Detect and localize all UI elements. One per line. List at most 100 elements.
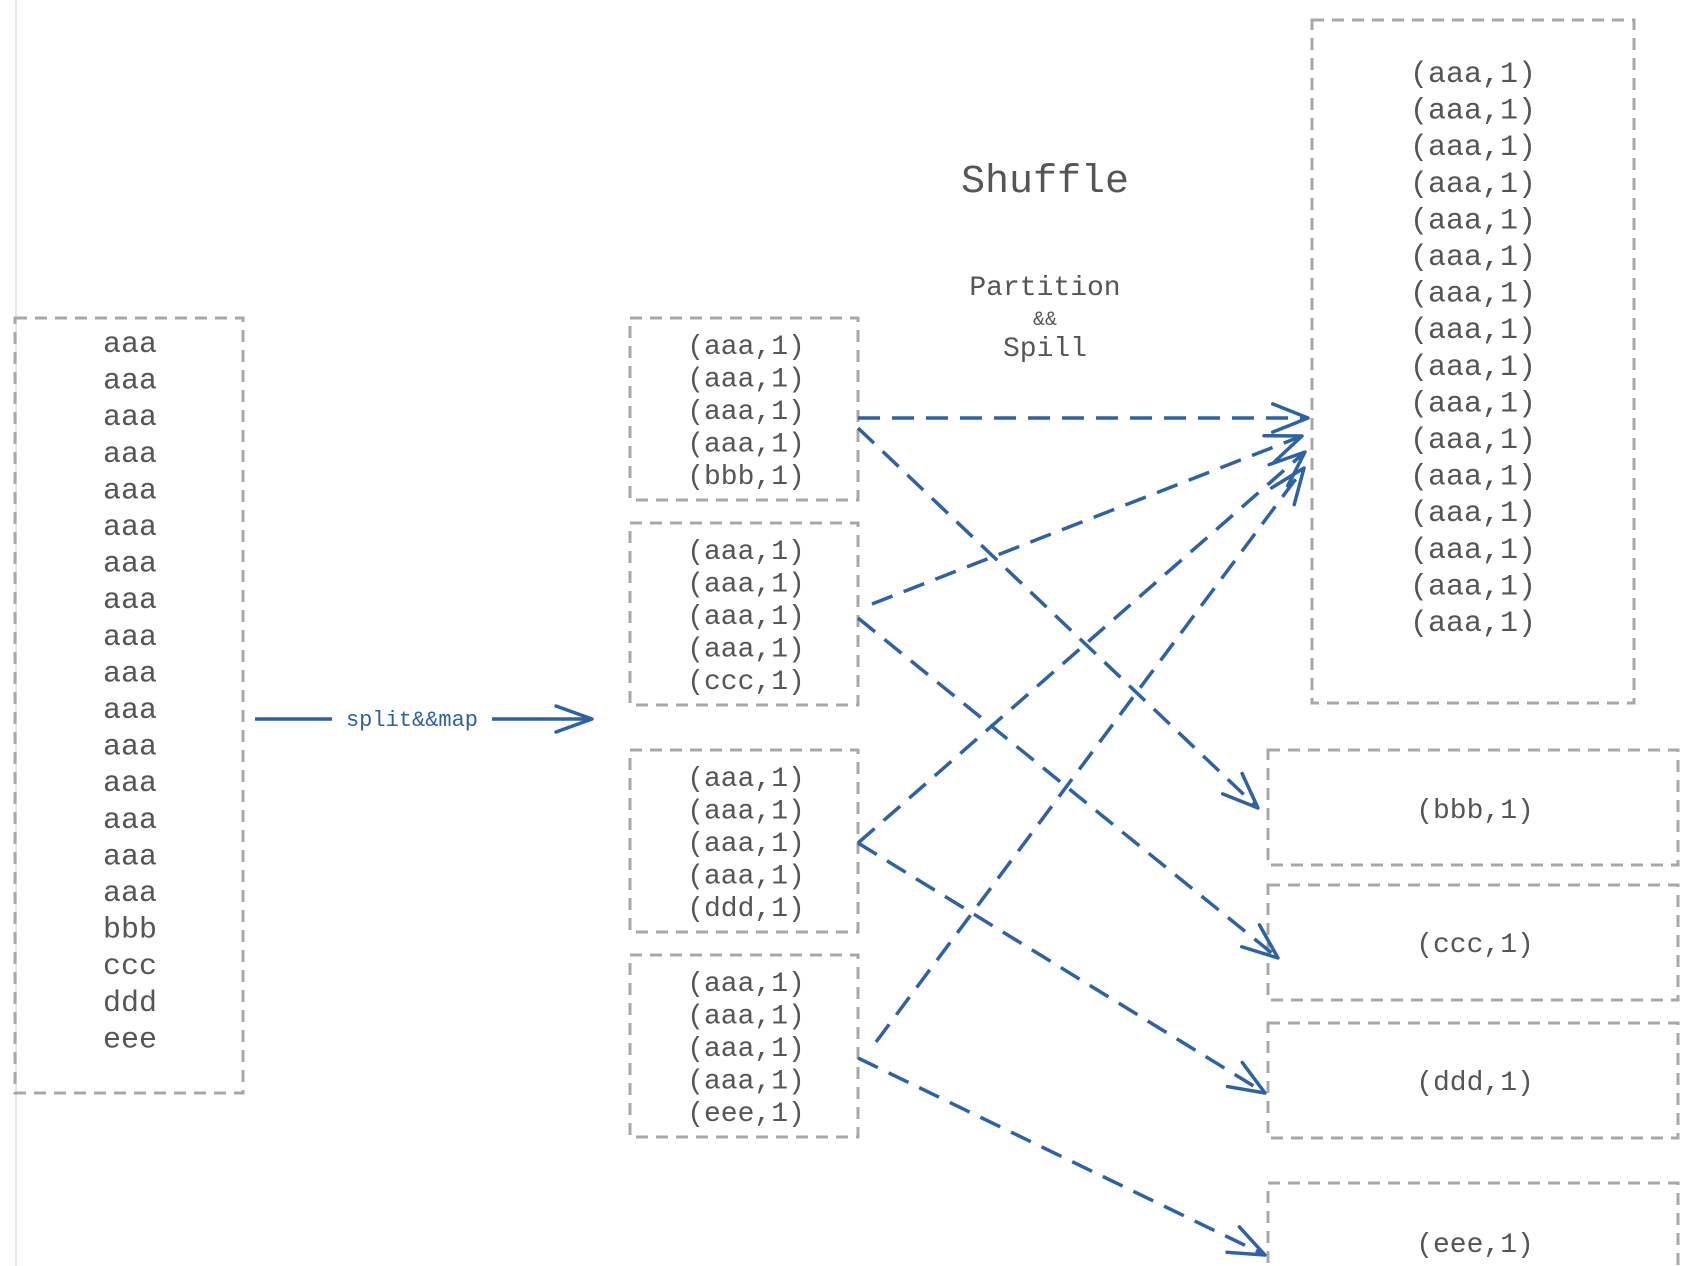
shuffle-arrow-line [874,466,1306,1044]
input-word: aaa [103,877,157,911]
input-word: aaa [103,584,157,618]
input-word: aaa [103,401,157,435]
input-word: aaa [103,328,157,362]
shuffle-arrow-line [871,434,1303,606]
shuffle-arrow [871,433,1304,606]
partition-bbb-border [1266,748,1680,867]
input-word: aaa [103,365,157,399]
map-block-3-line: (aaa,1) [687,829,805,860]
map-output-texts: (aaa,1)(aaa,1)(aaa,1)(aaa,1)(bbb,1)(aaa,… [687,332,805,1130]
partition-aaa-line: (aaa,1) [1410,534,1536,568]
input-word: ccc [103,950,157,984]
partition-texts: (aaa,1)(aaa,1)(aaa,1)(aaa,1)(aaa,1)(aaa,… [1410,58,1536,1261]
partition-aaa-line: (aaa,1) [1410,314,1536,348]
shuffle-arrow [857,841,1267,1095]
input-word: aaa [103,657,157,691]
partition-boxes [1266,18,1680,1266]
partition-eee-line: (eee,1) [1416,1230,1534,1261]
shuffle-arrow [858,402,1310,434]
shuffle-arrow-line [856,616,1280,960]
input-box: aaaaaaaaaaaaaaaaaaaaaaaaaaaaaaaaaaaaaaaa… [13,316,245,1095]
partition-aaa-border [1310,18,1636,705]
split-map-arrow: split&&map [255,704,594,734]
partition-bbb-line: (bbb,1) [1416,796,1534,827]
shuffle-arrowhead [1225,1060,1267,1095]
input-word: aaa [103,804,157,838]
shuffle-arrow-line [856,426,1260,810]
stage-label-line-1: Partition [969,273,1120,304]
partition-ccc-border [1266,883,1680,1002]
shuffle-arrow [874,466,1306,1044]
partition-aaa-line: (aaa,1) [1410,387,1536,421]
map-block-3-line: (aaa,1) [687,797,805,828]
input-word: aaa [103,548,157,582]
map-block-1-line: (aaa,1) [687,397,805,428]
map-block-3-line: (aaa,1) [687,862,805,893]
map-block-4-line: (eee,1) [687,1099,805,1130]
map-block-4-line: (aaa,1) [687,1034,805,1065]
shuffle-title: Shuffle [961,160,1129,205]
map-block-4-border [628,953,860,1139]
shuffle-arrowhead [1225,1225,1267,1257]
partition-ddd-line: (ddd,1) [1416,1068,1534,1099]
stage-label-line-2: && [1033,309,1057,332]
map-block-2-line: (aaa,1) [687,537,805,568]
partition-aaa-line: (aaa,1) [1410,278,1536,312]
map-block-1-line: (bbb,1) [687,462,805,493]
partition-ccc-line: (ccc,1) [1416,930,1534,961]
input-word: aaa [103,621,157,655]
shuffle-arrowhead [1269,466,1306,507]
map-block-1-line: (aaa,1) [687,430,805,461]
partition-aaa-line: (aaa,1) [1410,58,1536,92]
map-block-1-border [628,316,860,502]
map-block-4-line: (aaa,1) [687,969,805,1000]
split-map-label: split&&map [346,708,478,733]
map-block-2-line: (aaa,1) [687,602,805,633]
partition-aaa-line: (aaa,1) [1410,424,1536,458]
map-block-3-border [628,748,860,934]
input-word: ddd [103,987,157,1021]
input-word: aaa [103,511,157,545]
partition-aaa-line: (aaa,1) [1410,607,1536,641]
partition-eee-border [1266,1181,1680,1266]
shuffle-arrows [856,402,1310,1257]
map-block-3-line: (ddd,1) [687,894,805,925]
input-word: bbb [103,914,157,948]
input-word: aaa [103,438,157,472]
partition-aaa-line: (aaa,1) [1410,461,1536,495]
shuffle-arrow [857,1056,1267,1257]
partition-aaa-line: (aaa,1) [1410,95,1536,129]
input-word: aaa [103,767,157,801]
partition-aaa-line: (aaa,1) [1410,204,1536,238]
map-block-2-line: (aaa,1) [687,570,805,601]
input-word: aaa [103,840,157,874]
shuffle-arrow-line [857,1056,1266,1257]
input-word: aaa [103,694,157,728]
map-block-2-line: (aaa,1) [687,635,805,666]
shuffle-arrow-line [856,450,1307,845]
input-word: aaa [103,731,157,765]
map-output-blocks [628,316,860,1139]
shuffle-arrowhead [1220,771,1260,810]
shuffle-arrowhead [1239,923,1280,960]
partition-aaa-line: (aaa,1) [1410,241,1536,275]
shuffle-arrow [856,426,1260,810]
shuffle-arrowhead [1270,402,1310,434]
stage-label-line-3: Spill [1003,334,1087,365]
map-block-2-line: (ccc,1) [687,667,805,698]
partition-ddd-border [1266,1021,1680,1140]
split-map-label-background [332,706,492,732]
partition-aaa-line: (aaa,1) [1410,131,1536,165]
split-map-arrowhead [554,704,594,734]
map-block-4-line: (aaa,1) [687,1002,805,1033]
shuffle-arrow [856,616,1280,960]
map-block-2-border [628,521,860,707]
shuffle-arrow [856,450,1307,845]
partition-aaa-line: (aaa,1) [1410,351,1536,385]
map-block-3-line: (aaa,1) [687,764,805,795]
partition-aaa-line: (aaa,1) [1410,497,1536,531]
map-block-4-line: (aaa,1) [687,1067,805,1098]
input-word-list: aaaaaaaaaaaaaaaaaaaaaaaaaaaaaaaaaaaaaaaa… [103,328,157,1057]
shuffle-arrow-line [857,841,1266,1095]
